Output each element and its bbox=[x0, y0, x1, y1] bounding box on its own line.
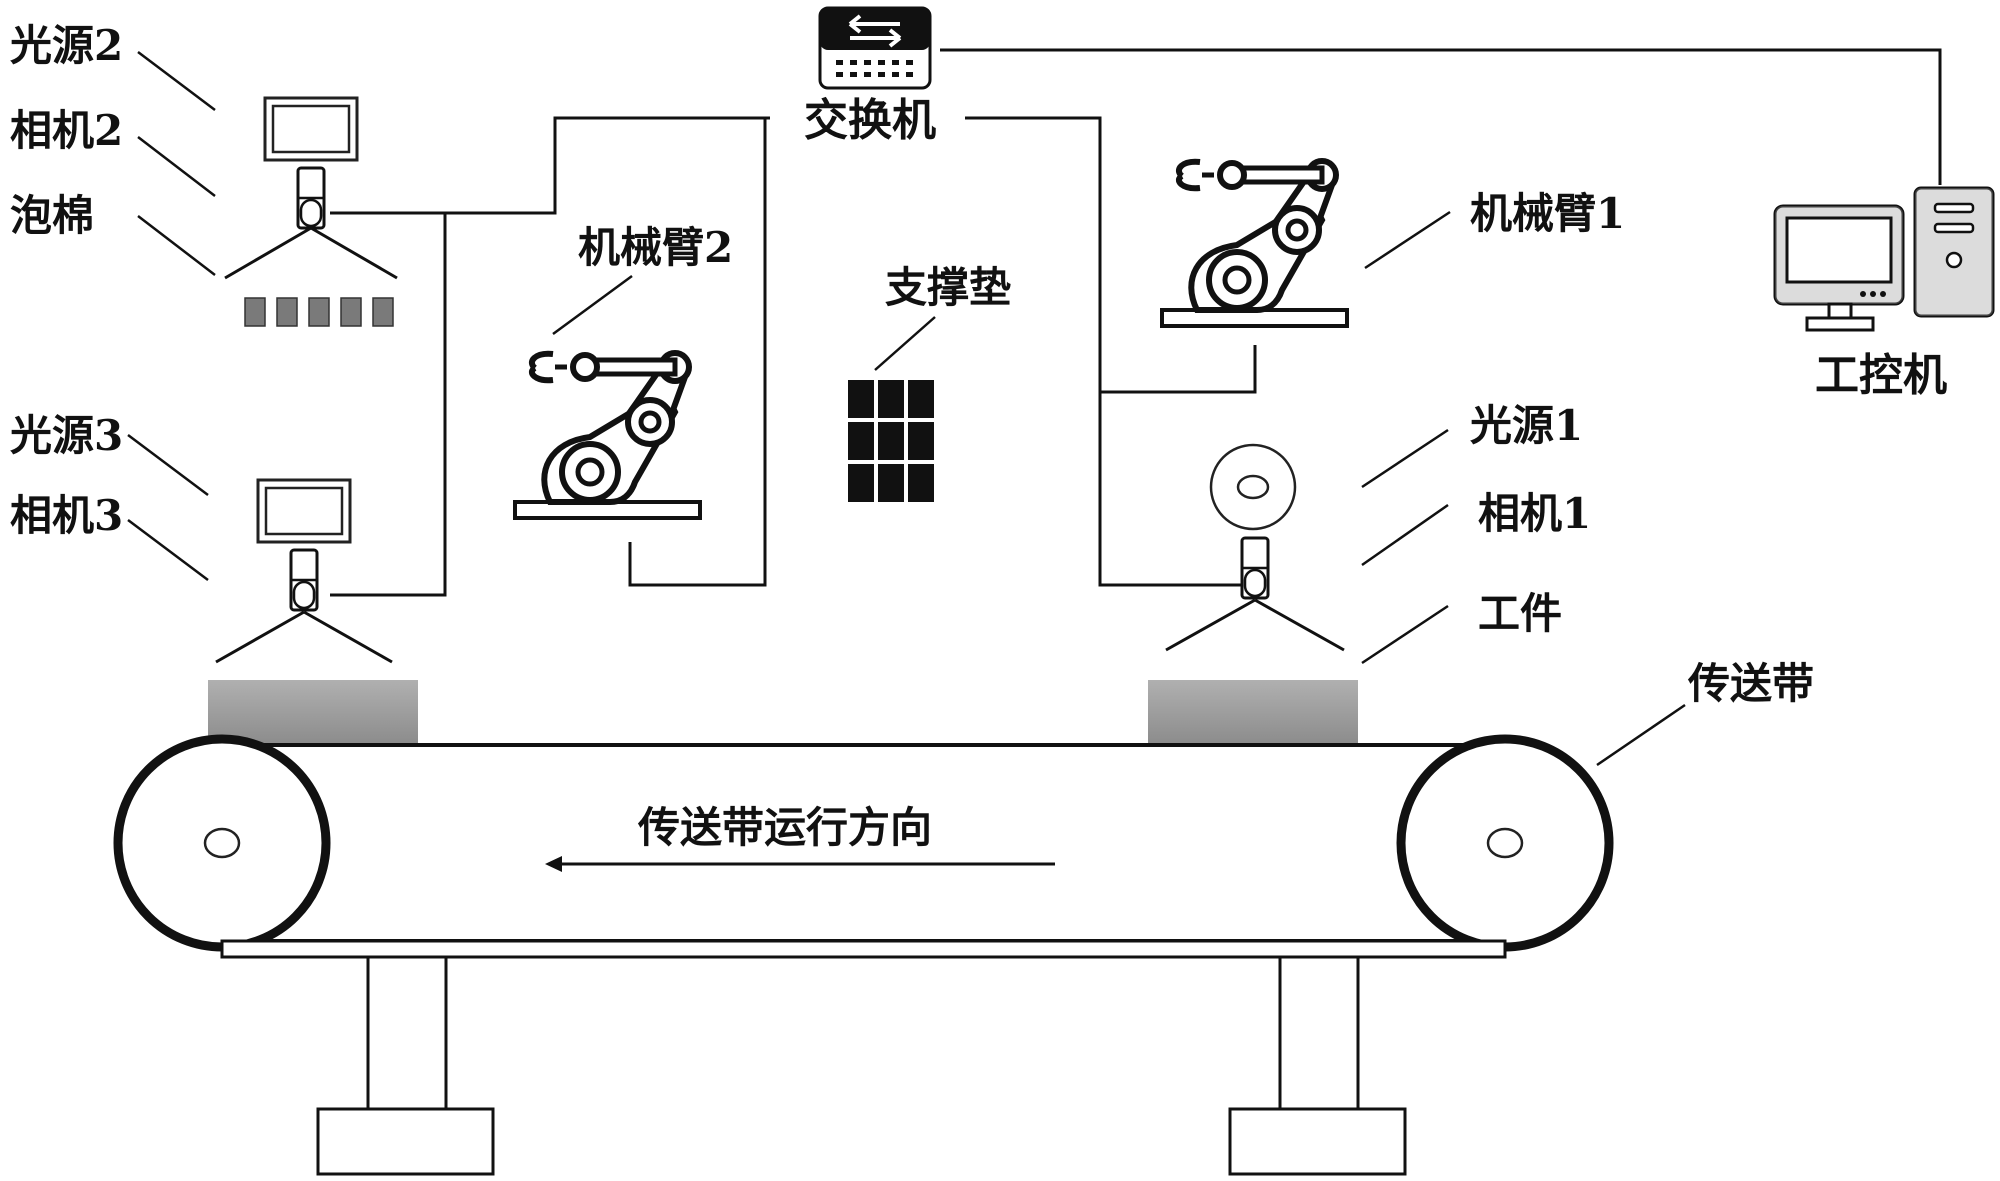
wire-switch-camera2 bbox=[330, 116, 770, 215]
leader-light2 bbox=[137, 51, 216, 111]
wire-camera3 bbox=[330, 213, 447, 597]
light-panel-icon bbox=[263, 96, 359, 162]
foam-blocks bbox=[244, 297, 394, 327]
label-workpiece: 工件 bbox=[1478, 589, 1562, 638]
leader-arm2 bbox=[552, 274, 633, 336]
label-light1: 光源1 bbox=[1470, 401, 1583, 450]
robot-arm-icon bbox=[515, 353, 700, 518]
label-switch: 交换机 bbox=[804, 95, 936, 146]
label-camera3: 相机3 bbox=[10, 491, 123, 540]
camera-icon bbox=[289, 548, 319, 612]
wire-arm1 bbox=[1100, 345, 1257, 394]
conveyor-legs bbox=[316, 955, 1407, 1176]
camera1-fov bbox=[1165, 598, 1345, 652]
label-camera1: 相机1 bbox=[1478, 489, 1591, 538]
leader-workpiece bbox=[1361, 604, 1449, 665]
label-foam: 泡棉 bbox=[10, 191, 94, 240]
leader-light3 bbox=[127, 434, 209, 496]
direction-arrow bbox=[545, 856, 1055, 872]
network-switch-icon bbox=[818, 6, 932, 90]
label-pad: 支撑垫 bbox=[885, 263, 1011, 312]
conveyor-belt bbox=[113, 734, 1614, 959]
leader-conveyor bbox=[1596, 703, 1686, 767]
robot-arm-icon bbox=[1162, 161, 1347, 326]
desktop-computer-icon bbox=[1773, 186, 1995, 332]
workpiece-left bbox=[208, 680, 418, 744]
label-conveyor: 传送带 bbox=[1687, 659, 1814, 708]
camera-icon bbox=[296, 166, 326, 230]
leader-pad bbox=[874, 316, 936, 371]
label-light2: 光源2 bbox=[10, 21, 123, 70]
label-arm1: 机械臂1 bbox=[1470, 189, 1625, 238]
wire-camera1 bbox=[965, 116, 1250, 587]
leader-camera2 bbox=[137, 136, 216, 197]
camera3-fov bbox=[215, 610, 393, 664]
leader-light1 bbox=[1361, 428, 1449, 489]
label-direction: 传送带运行方向 bbox=[637, 803, 932, 852]
label-camera2: 相机2 bbox=[10, 106, 123, 155]
leader-camera3 bbox=[127, 519, 209, 581]
label-ipc: 工控机 bbox=[1815, 350, 1947, 401]
light-panel-icon bbox=[256, 478, 352, 544]
workpiece-right bbox=[1148, 680, 1358, 744]
support-pad-blocks bbox=[848, 380, 934, 502]
label-arm2: 机械臂2 bbox=[578, 223, 733, 272]
leader-foam bbox=[137, 215, 216, 276]
wire-switch-ipc bbox=[940, 48, 1942, 185]
leader-arm1 bbox=[1364, 210, 1451, 270]
wire-arm2 bbox=[628, 116, 770, 587]
ring-light-icon bbox=[1209, 443, 1297, 531]
label-light3: 光源3 bbox=[10, 411, 123, 460]
camera-icon bbox=[1240, 536, 1270, 600]
camera2-fov bbox=[224, 226, 398, 280]
leader-camera1 bbox=[1361, 503, 1449, 567]
